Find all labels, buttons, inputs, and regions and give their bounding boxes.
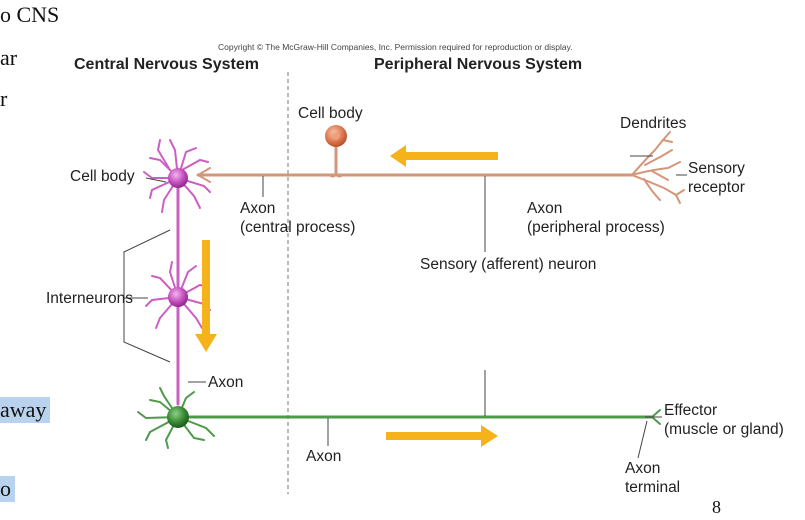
- label-axon-motor-vertical: Axon: [208, 374, 244, 391]
- header-pns: Peripheral Nervous System: [374, 56, 583, 73]
- page-number: 8: [712, 497, 721, 517]
- slide-text-away: away: [0, 397, 51, 423]
- arrow-left-icon: [390, 145, 498, 167]
- interneuron-middle-soma: [168, 287, 188, 307]
- label-sensory-receptor-line2: receptor: [688, 179, 745, 196]
- sensory-neuron: [196, 131, 685, 204]
- label-effector-line1: Effector: [664, 402, 718, 419]
- label-axon-terminal-line2: terminal: [625, 479, 681, 496]
- label-dendrites: Dendrites: [620, 115, 687, 132]
- label-cell-body-sensory: Cell body: [298, 105, 363, 122]
- label-sensory-neuron: Sensory (afferent) neuron: [420, 256, 597, 273]
- interneuron-top-soma: [168, 168, 188, 188]
- dendrites-icon: [631, 131, 685, 204]
- label-interneurons: Interneurons: [46, 290, 134, 307]
- motor-cell-body-icon: [167, 406, 189, 428]
- label-axon-motor-bottom: Axon: [306, 448, 342, 465]
- copyright-note: Copyright © The McGraw-Hill Companies, I…: [218, 42, 573, 52]
- label-axon-central-line2: (central process): [240, 219, 356, 236]
- label-cell-body-interneuron: Cell body: [70, 168, 135, 185]
- label-axon-central-line1: Axon: [240, 200, 276, 217]
- arrow-down-icon: [195, 240, 217, 352]
- arrow-right-icon: [386, 425, 498, 447]
- label-effector-line2: (muscle or gland): [664, 421, 784, 438]
- label-axon-peripheral-line1: Axon: [527, 200, 563, 217]
- leader-lines: [123, 155, 687, 459]
- slide-text-o: o: [0, 476, 15, 502]
- motor-neuron: [188, 409, 661, 425]
- slide-text-ar: ar: [0, 45, 18, 70]
- header-cns: Central Nervous System: [74, 56, 259, 73]
- slide-text-cns: o CNS: [0, 2, 60, 27]
- label-sensory-receptor-line1: Sensory: [688, 160, 745, 177]
- slide-text-r: r: [0, 86, 8, 111]
- label-axon-terminal-line1: Axon: [625, 460, 661, 477]
- label-axon-peripheral-line2: (peripheral process): [527, 219, 665, 236]
